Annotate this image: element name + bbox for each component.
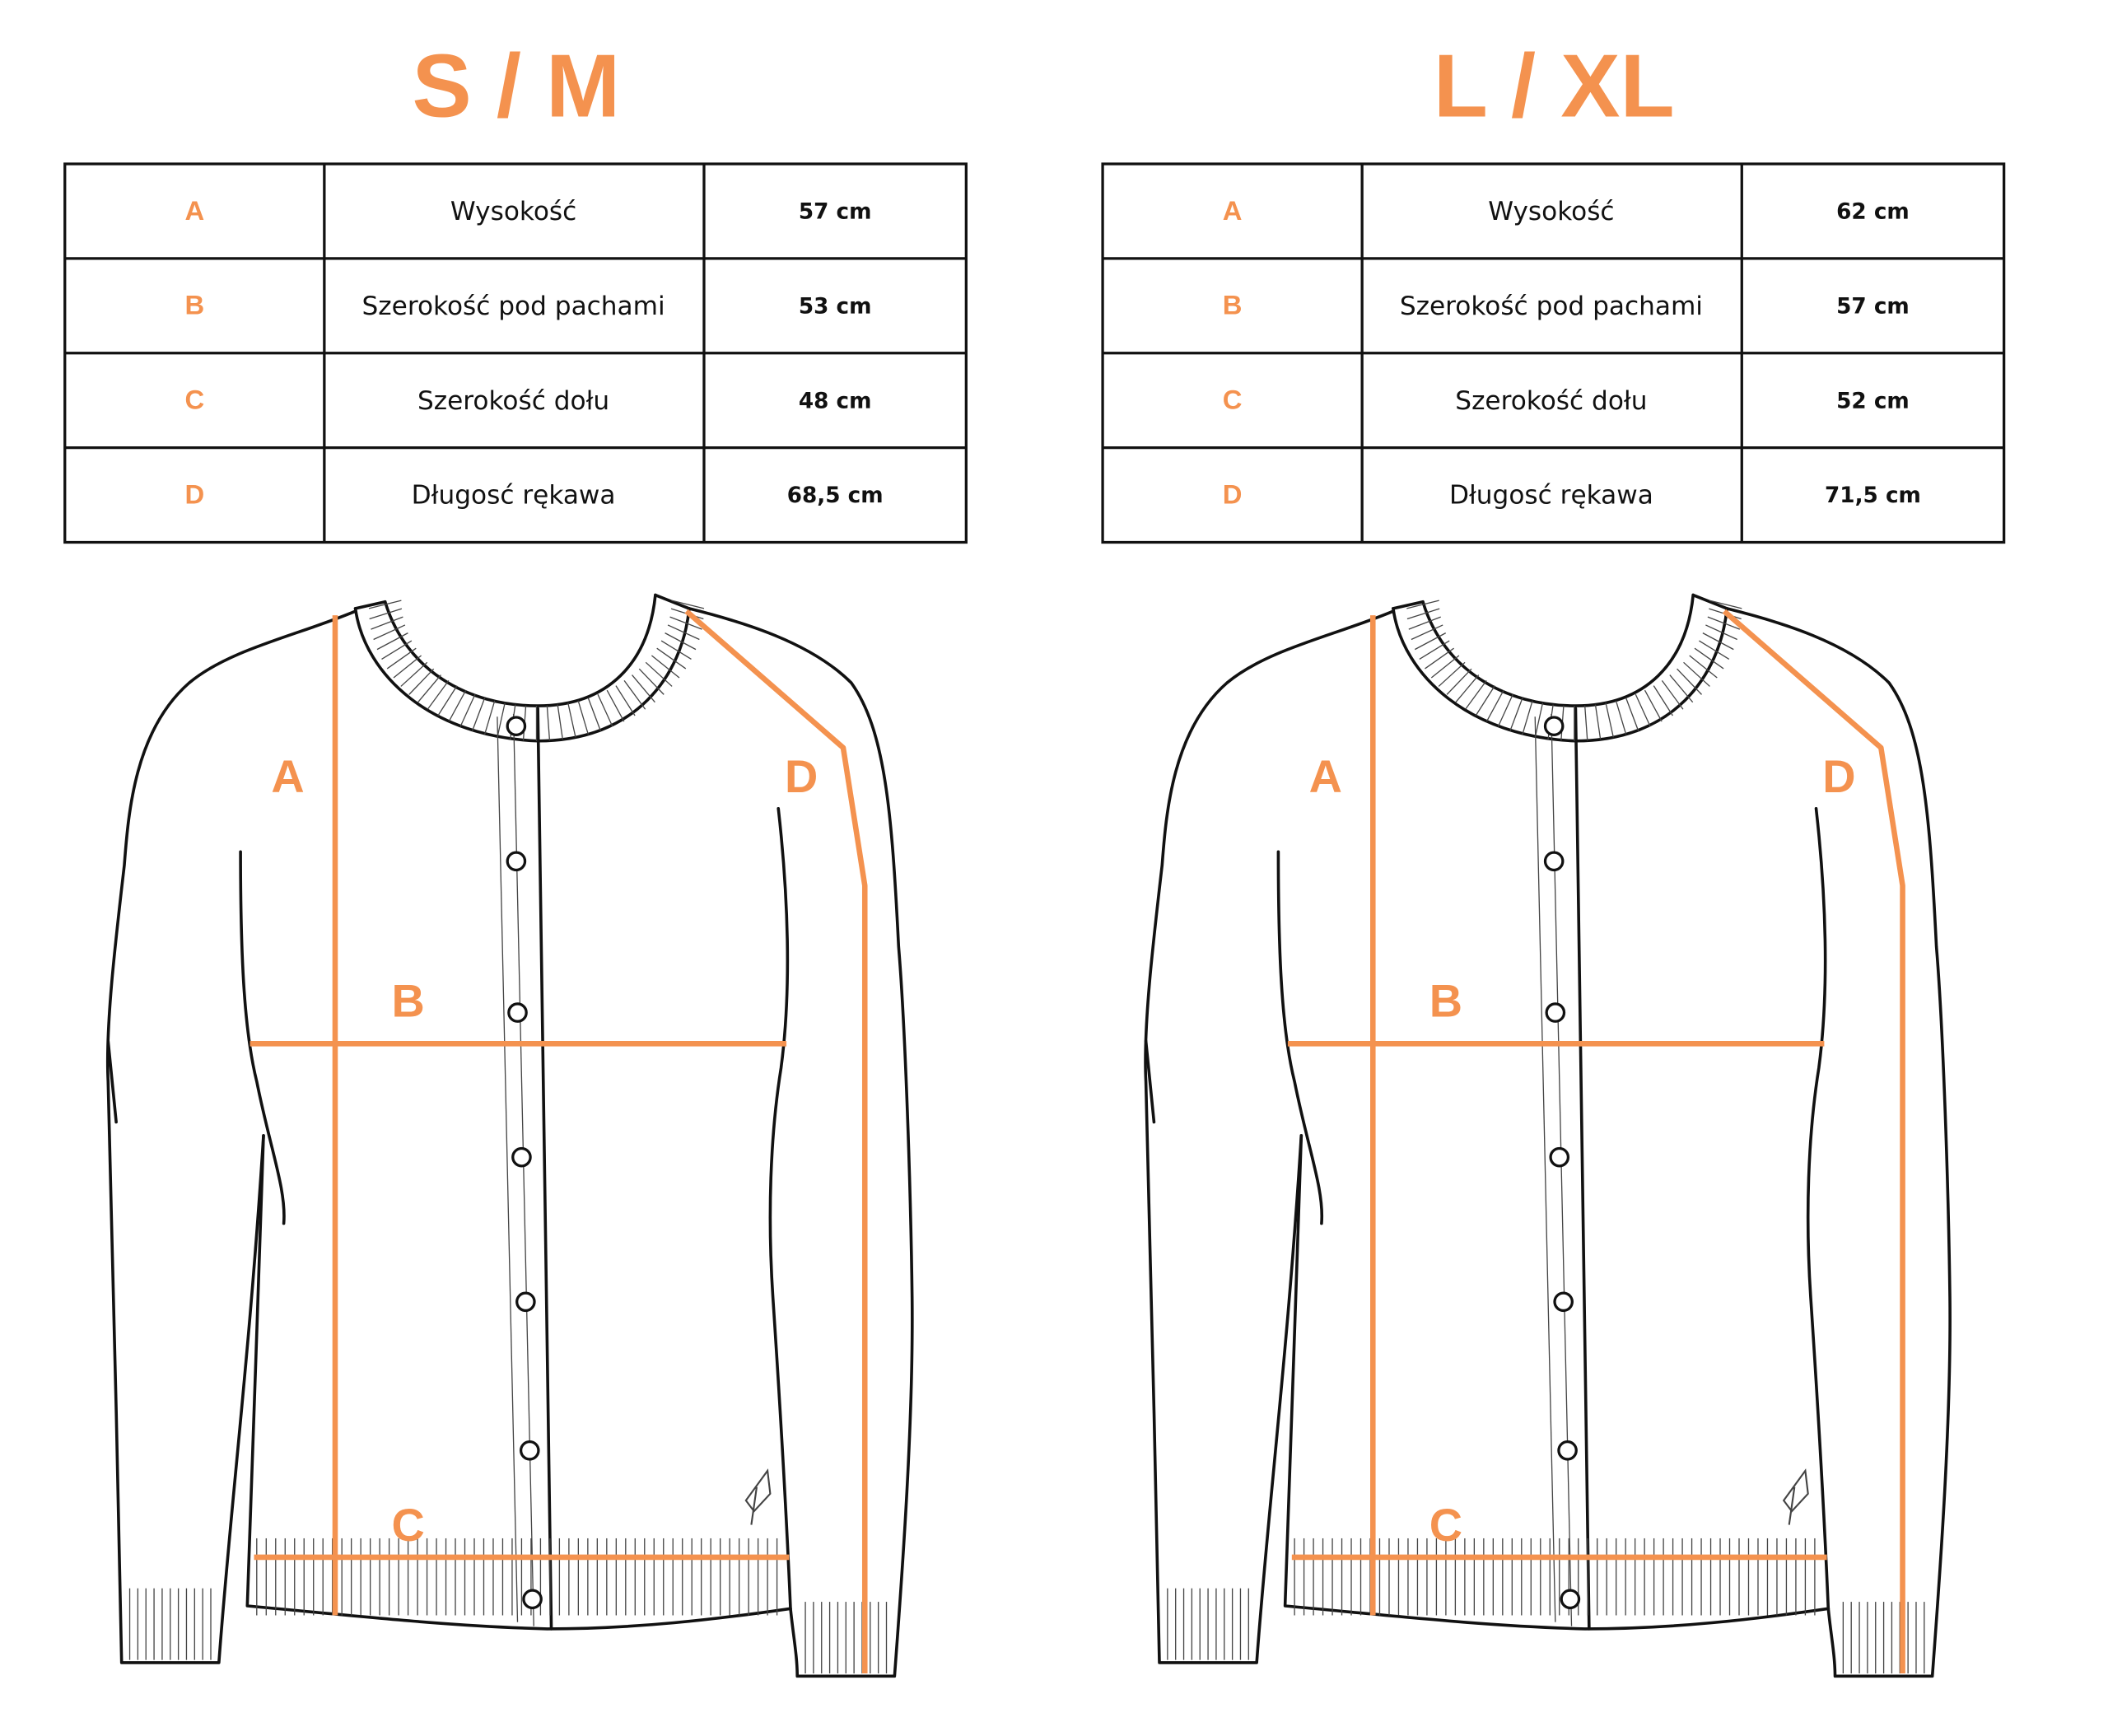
button-mark (507, 1002, 528, 1023)
table-row: C Szerokość dołu 52 cm (1223, 385, 1910, 416)
table-row: C Szerokość dołu 48 cm (184, 385, 871, 416)
measurement-label: Wysokość (450, 197, 576, 226)
measurement-label: Szerokość dołu (1455, 386, 1647, 416)
size-panel-l-xl: L / XL A Wysokość 62 cm B Szerokość pod pacha… (1101, 36, 2006, 1677)
measurement-value: 52 cm (1836, 389, 1910, 413)
measurement-key: D (184, 478, 204, 509)
measurement-key: B (1223, 290, 1243, 320)
button-mark (1560, 1589, 1581, 1610)
button-mark (1543, 851, 1565, 872)
button-mark (519, 1440, 540, 1461)
size-title: S / M (413, 36, 621, 136)
button-mark (506, 851, 527, 872)
button-mark (522, 1589, 543, 1610)
measurement-label: Szerokość pod pachami (362, 292, 665, 321)
measurement-label: Szerokość dołu (417, 386, 609, 416)
measurement-key: C (184, 385, 204, 415)
table-row: A Wysokość 57 cm (184, 195, 871, 226)
button-mark (1543, 716, 1565, 736)
measurement-key: D (1223, 478, 1243, 509)
diagram-label-b: B (1429, 975, 1462, 1027)
measurement-key: A (184, 195, 204, 226)
measurement-table: A Wysokość 62 cm B Szerokość pod pachami 57 c… (1101, 162, 2006, 544)
diagram-label-c: C (391, 1499, 424, 1551)
measurement-value: 62 cm (1836, 200, 1910, 225)
measurement-label: Szerokość pod pachami (1400, 292, 1703, 321)
button-mark (515, 1291, 536, 1313)
measurement-value: 57 cm (799, 200, 872, 225)
table-row: D Długosć rękawa 71,5 cm (1223, 478, 1921, 510)
button-mark (511, 1146, 532, 1168)
measurement-key: B (184, 290, 204, 320)
measurement-value: 57 cm (1836, 294, 1910, 319)
button-mark (1545, 1002, 1566, 1023)
diagram-label-a: A (271, 750, 304, 802)
size-title: L / XL (1434, 36, 1675, 136)
size-panel-s-m: S / M A Wysokość 57 cm B Szerokość pod pacham… (63, 36, 968, 1677)
measurement-value: 53 cm (799, 294, 872, 319)
measurement-value: 71,5 cm (1825, 483, 1921, 508)
table-row: B Szerokość pod pachami 57 cm (1223, 290, 1910, 321)
table-row: B Szerokość pod pachami 53 cm (184, 290, 871, 321)
measurement-key: A (1223, 195, 1243, 226)
button-mark (1557, 1440, 1578, 1461)
diagram-label-b: B (391, 975, 424, 1027)
measurement-value: 68,5 cm (787, 483, 884, 508)
measurement-value: 48 cm (799, 389, 872, 413)
sweater-diagram: A B C D (1145, 595, 1950, 1677)
button-mark (1553, 1291, 1574, 1313)
measurement-label: Długosć rękawa (1449, 481, 1653, 511)
table-row: D Długosć rękawa 68,5 cm (184, 478, 883, 510)
button-mark (1549, 1146, 1570, 1168)
measure-line-d (684, 609, 868, 1674)
measure-line-d (1722, 609, 1905, 1674)
measurement-key: C (1223, 385, 1243, 415)
measurement-label: Wysokość (1488, 197, 1614, 226)
diagram-label-d: D (1822, 750, 1855, 802)
table-row: A Wysokość 62 cm (1223, 195, 1910, 226)
sweater-diagram: A B C D (108, 595, 912, 1677)
measurement-label: Długosć rękawa (412, 481, 616, 511)
button-mark (506, 716, 527, 736)
diagram-label-c: C (1429, 1499, 1462, 1551)
diagram-label-d: D (785, 750, 818, 802)
measurement-table: A Wysokość 57 cm B Szerokość pod pachami 53 c… (63, 162, 968, 544)
diagram-label-a: A (1309, 750, 1342, 802)
